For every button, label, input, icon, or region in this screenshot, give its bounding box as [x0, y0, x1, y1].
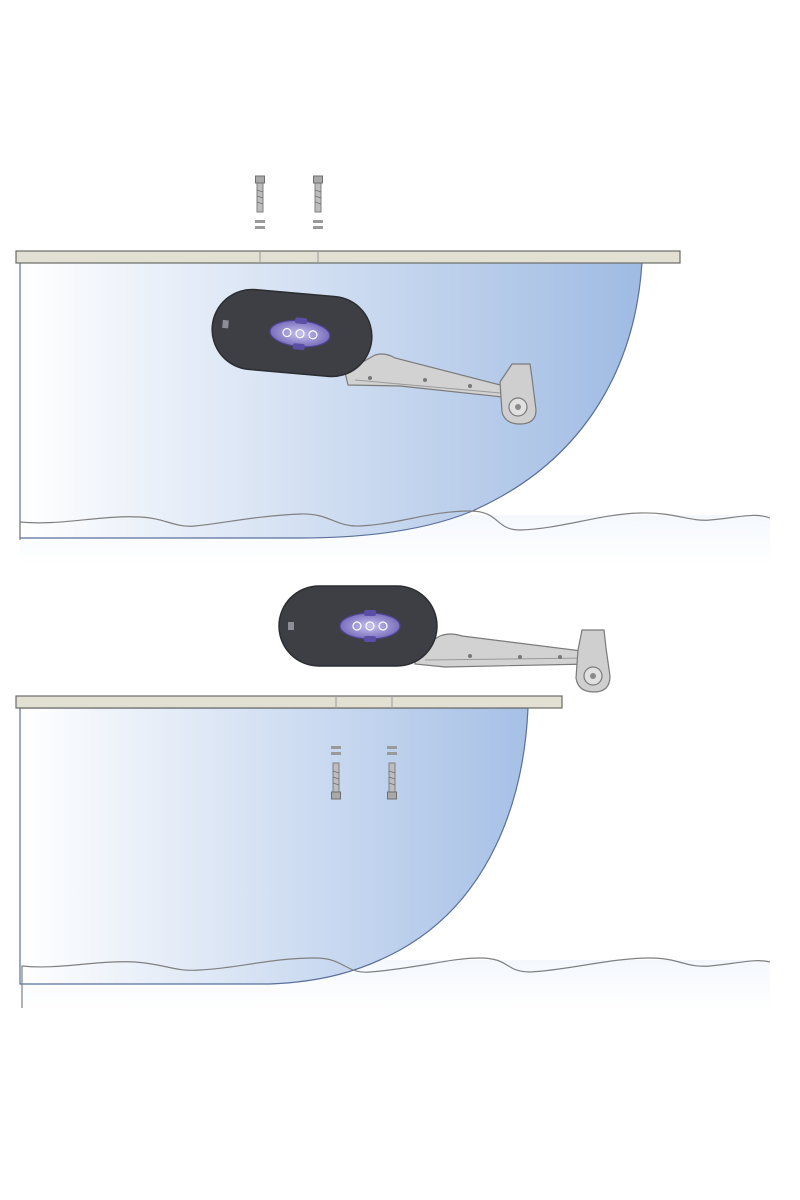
bolt-icon — [330, 745, 342, 800]
fender-logo-icon — [269, 317, 331, 350]
fender-logo-icon — [339, 610, 401, 642]
deck — [15, 250, 681, 264]
mounting-bracket — [344, 353, 537, 425]
fender — [211, 288, 373, 378]
water-line — [21, 957, 771, 1008]
fender — [278, 585, 438, 667]
bolt-icon — [386, 745, 398, 800]
panel-mounted-below-deck — [15, 175, 771, 565]
water-line — [19, 510, 771, 540]
hull — [19, 261, 643, 539]
hull — [19, 707, 529, 985]
bolt-icon — [254, 175, 266, 230]
bolt-icon — [312, 175, 324, 230]
mounting-bracket — [414, 629, 611, 693]
deck — [15, 695, 563, 709]
panel-mounted-above-deck — [15, 585, 771, 1010]
